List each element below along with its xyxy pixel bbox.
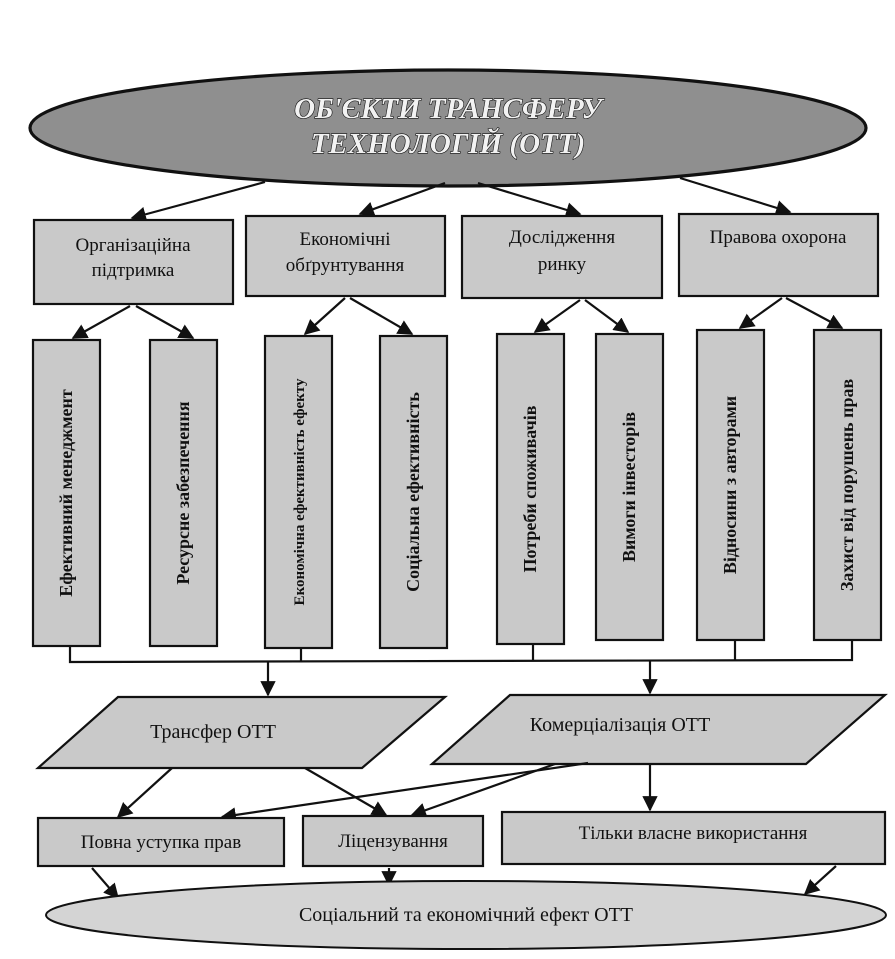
- collector-bracket: [68, 640, 854, 697]
- subitem-4-label: Соціальна ефективність: [403, 392, 423, 592]
- edge-title-cat1: [130, 180, 266, 222]
- edges-categories-subitems: [71, 297, 844, 339]
- subitem-3-label: Економічна ефективність ефекту: [292, 378, 308, 605]
- process-transfer-label: Трансфер ОТТ: [150, 721, 276, 743]
- subitem-social-efficiency: Соціальна ефективність: [378, 334, 449, 650]
- edges-title-categories: [130, 176, 792, 222]
- title-node: ОБ'ЄКТИ ТРАНСФЕРУ ТЕХНОЛОГІЙ (ОТТ): [28, 68, 868, 188]
- edge-full-effect: [91, 867, 120, 900]
- category-legal-protection: Правова охорона: [677, 212, 880, 298]
- title-line-1: ОБ'ЄКТИ ТРАНСФЕРУ: [294, 93, 604, 125]
- edge-cat2-sub3: [303, 297, 346, 336]
- subitem-economic-efficiency: Економічна ефективність ефекту: [263, 334, 334, 650]
- category-2-line-2: обґрунтування: [286, 255, 405, 276]
- subitem-5-label: Потреби споживачів: [520, 405, 540, 572]
- effect-node: Соціальний та економічний ефект ОТТ: [45, 880, 887, 950]
- edge-own-effect: [803, 865, 837, 896]
- edge-title-cat4: [679, 176, 792, 216]
- category-1-line-1: Організаційна: [75, 235, 191, 256]
- collector-line: [68, 640, 854, 664]
- subitem-consumer-needs: Потреби споживачів: [495, 332, 566, 646]
- edge-commercialization-licensing: [410, 762, 556, 818]
- subitem-7-label: Відносини з авторами: [720, 396, 740, 574]
- edge-cat4-sub7: [738, 297, 783, 329]
- category-1-line-2: підтримка: [92, 260, 175, 281]
- subitem-1-label: Ефективний менеджмент: [56, 389, 76, 597]
- edge-transfer-full: [116, 767, 173, 819]
- edge-cat1-sub1: [71, 305, 131, 339]
- process-commercialization: Комерціалізація ОТТ: [429, 693, 888, 766]
- outcome-own-use-label: Тільки власне використання: [579, 823, 808, 844]
- category-2-line-1: Економічні: [300, 229, 391, 250]
- category-organizational: Організаційна підтримка: [32, 218, 235, 306]
- category-market-research: Дослідження ринку: [460, 214, 664, 300]
- edge-transfer-licensing: [304, 767, 388, 816]
- category-economic: Економічні обґрунтування: [244, 214, 447, 298]
- edge-cat4-sub8: [785, 297, 844, 329]
- edge-commercialization-full: [220, 761, 589, 823]
- category-3-line-2: ринку: [538, 254, 587, 275]
- process-transfer: Трансфер ОТТ: [35, 695, 448, 770]
- edge-title-cat2: [358, 181, 446, 217]
- title-line-2: ТЕХНОЛОГІЙ (ОТТ): [311, 126, 585, 160]
- process-commercialization-label: Комерціалізація ОТТ: [530, 714, 710, 736]
- subitem-effective-management: Ефективний менеджмент: [31, 338, 102, 648]
- outcome-full-assignment: Повна уступка прав: [36, 816, 286, 868]
- subitem-2-label: Ресурсне забезпечення: [173, 401, 193, 585]
- subitem-6-label: Вимоги інвесторів: [619, 412, 639, 562]
- edge-cat1-sub2: [135, 305, 195, 339]
- effect-label: Соціальний та економічний ефект ОТТ: [299, 904, 633, 926]
- subitem-8-label: Захист від порушень прав: [837, 379, 857, 592]
- edge-cat3-sub6: [584, 299, 630, 333]
- edge-cat3-sub5: [533, 299, 581, 333]
- category-4-line-1: Правова охорона: [710, 227, 847, 248]
- subitem-investor-requirements: Вимоги інвесторів: [594, 332, 665, 642]
- category-3-line-1: Дослідження: [509, 227, 615, 248]
- edge-cat2-sub4: [349, 297, 414, 335]
- outcome-licensing: Ліцензування: [301, 814, 485, 868]
- subitem-resource-provision: Ресурсне забезпечення: [148, 338, 219, 648]
- outcome-own-use: Тільки власне використання: [500, 810, 887, 866]
- edge-title-cat3: [477, 181, 582, 218]
- subitem-author-relations: Відносини з авторами: [695, 328, 766, 642]
- outcome-full-assignment-label: Повна уступка прав: [81, 832, 241, 853]
- subitem-rights-protection: Захист від порушень прав: [812, 328, 883, 642]
- outcome-licensing-label: Ліцензування: [338, 831, 448, 852]
- edges-processes-outcomes: [116, 761, 658, 823]
